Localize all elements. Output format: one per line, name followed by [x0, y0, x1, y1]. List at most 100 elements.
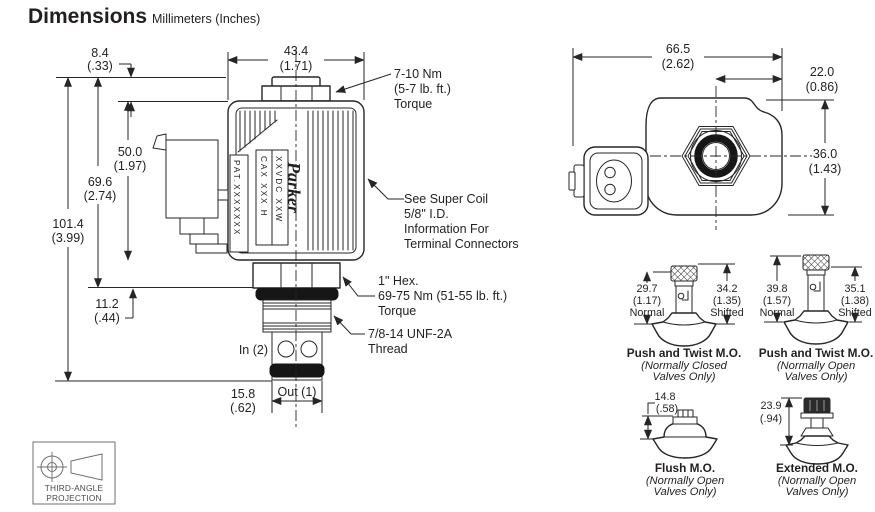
note-hex-torque: 1" Hex. 69-75 Nm (51-55 lb. ft.) Torque [342, 274, 507, 318]
dim-coil-width-mm: 43.4 [284, 44, 308, 58]
dim-nut-protrusion-mm: 8.4 [91, 46, 108, 60]
ov4-in: (.94) [760, 413, 782, 425]
dim-overall-in: (3.99) [52, 231, 85, 245]
dim-surface-step: 11.2 (.44) [94, 288, 137, 325]
ov1-right-mm: 34.2 [716, 283, 737, 295]
note-thread: 7/8-14 UNF-2A Thread [333, 315, 453, 356]
note-super-coil-4: Terminal Connectors [404, 237, 519, 251]
ov1-left-mm: 29.7 [636, 283, 657, 295]
coil-ribs-right [307, 110, 354, 251]
dim-coil-width: 43.4 (1.71) [227, 44, 365, 100]
dim-center-to-edge-mm: 22.0 [810, 65, 834, 79]
port-out-label: Out (1) [278, 385, 317, 399]
projection-label-1: THIRD-ANGLE [45, 483, 104, 493]
note-nut-torque-1: 7-10 Nm [394, 67, 442, 81]
top-view-body [645, 97, 783, 216]
cartridge-body [269, 331, 325, 381]
coil-patent-text: PAT.XXXXXXX [232, 160, 241, 236]
dim-surface-step-in: (.44) [94, 311, 120, 325]
front-view: PAT.XXXXXXX CAX XXX H XXVDC XXW Parker [52, 44, 519, 428]
o-ring-upper [255, 287, 339, 301]
dim-cartridge-dia-in: (.62) [230, 401, 256, 415]
ov4-note-2: Valves Only) [785, 486, 848, 498]
coil-ribs-left [237, 110, 278, 153]
dim-nut-protrusion-in: (.33) [87, 59, 113, 73]
dim-top-width-in: (2.62) [662, 57, 695, 71]
override-push-twist-no: 39.8 (1.57) Normal 35.1 (1.38) Shifted P… [759, 254, 873, 383]
ov4-caption: Extended M.O. [776, 461, 858, 475]
page-title: Dimensions [28, 5, 147, 28]
valve-nose [785, 435, 849, 465]
thread-section [262, 299, 332, 333]
ov4-note-1: (Normally Open [778, 475, 856, 487]
dim-top-to-surface-in: (2.74) [84, 189, 117, 203]
ov3-mm: 14.8 [654, 391, 675, 403]
dim-surface-step-mm: 11.2 [95, 297, 118, 311]
ov2-right-mm: 35.1 [844, 283, 865, 295]
ov3-in: (.58) [656, 403, 678, 415]
dim-top-to-surface: 69.6 (2.74) [84, 76, 117, 289]
ov1-right-in: (1.35) [713, 295, 741, 307]
note-nut-torque-2: (5-7 lb. ft.) [394, 82, 451, 96]
note-thread-1: 7/8-14 UNF-2A [368, 327, 453, 341]
dim-overall-height: 101.4 (3.99) [52, 76, 85, 382]
manual-overrides: 29.7 (1.17) Normal 34.2 (1.35) Shifted P… [627, 254, 873, 498]
ov3-note-1: (Normally Open [646, 475, 724, 487]
port-hole [277, 340, 295, 358]
note-nut-torque-3: Torque [394, 97, 432, 111]
valve-hex-nut [252, 262, 341, 289]
override-pin [677, 292, 685, 300]
override-push-twist-nc: 29.7 (1.17) Normal 34.2 (1.35) Shifted P… [627, 263, 744, 383]
ov1-left-state: Normal [630, 307, 665, 319]
override-flush: 14.8 (.58) Flush M.O. (Normally Open Val… [640, 391, 724, 498]
note-super-coil-2: 5/8" I.D. [404, 207, 449, 221]
note-nut-torque: 7-10 Nm (5-7 lb. ft.) Torque [335, 67, 451, 111]
leader-thread [333, 315, 365, 335]
o-ring-lower [269, 363, 325, 378]
port-hole [300, 340, 318, 358]
dim-top-width: 66.5 (2.62) [572, 42, 783, 146]
valve-nose [651, 312, 717, 347]
dim-overall-mm: 101.4 [52, 217, 83, 231]
dim-top-height-mm: 36.0 [813, 147, 837, 161]
ov2-right-in: (1.38) [841, 295, 869, 307]
dim-coil-height: 50.0 (1.97) [114, 100, 147, 261]
header: Dimensions Millimeters (Inches) [28, 5, 260, 28]
ov2-caption: Push and Twist M.O. [759, 346, 873, 360]
dim-top-height: 36.0 (1.43) [766, 99, 842, 216]
dim-cartridge-dia: 15.8 (.62) [230, 381, 323, 415]
override-pin [809, 283, 817, 291]
valve-nose [652, 421, 718, 459]
ov2-left-in: (1.57) [763, 295, 791, 307]
ov1-caption: Push and Twist M.O. [627, 346, 741, 360]
override-extended: 23.9 (.94) Extended M.O. (Normally Open … [760, 397, 858, 498]
knurled-knob [802, 254, 830, 271]
leader-hex-torque [342, 276, 375, 297]
ov3-note-2: Valves Only) [653, 486, 716, 498]
dim-coil-height-in: (1.97) [114, 159, 147, 173]
dim-coil-width-in: (1.71) [280, 59, 313, 73]
projection-cone-icon [70, 453, 103, 481]
projection-circle-icon [37, 452, 67, 482]
ov1-note-2: Valves Only) [652, 371, 715, 383]
ov1-right-state: Shifted [710, 307, 744, 319]
dim-center-to-edge: 22.0 (0.86) [715, 65, 839, 94]
ov2-note-2: Valves Only) [784, 371, 847, 383]
note-super-coil: See Super Coil 5/8" I.D. Information For… [367, 178, 519, 251]
dim-nut-protrusion: 8.4 (.33) [87, 46, 135, 117]
dim-center-to-edge-in: (0.86) [806, 80, 839, 94]
units-label: Millimeters (Inches) [152, 12, 260, 26]
note-thread-2: Thread [368, 342, 408, 356]
ov1-left-in: (1.17) [633, 295, 661, 307]
deutsch-connector [568, 146, 649, 216]
projection-label-2: PROJECTION [46, 493, 101, 503]
ov2-left-mm: 39.8 [766, 283, 787, 295]
note-hex-torque-2: 69-75 Nm (51-55 lb. ft.) [378, 289, 507, 303]
ov3-caption: Flush M.O. [655, 461, 715, 475]
coil-nameplate: PAT.XXXXXXX CAX XXX H XXVDC XXW Parker [229, 149, 304, 253]
connector-pin [604, 166, 616, 179]
connector-pin [604, 183, 616, 196]
port-in-label: In (2) [239, 343, 268, 357]
dim-top-height-in: (1.43) [809, 162, 842, 176]
projection-symbol: THIRD-ANGLE PROJECTION [32, 441, 116, 505]
